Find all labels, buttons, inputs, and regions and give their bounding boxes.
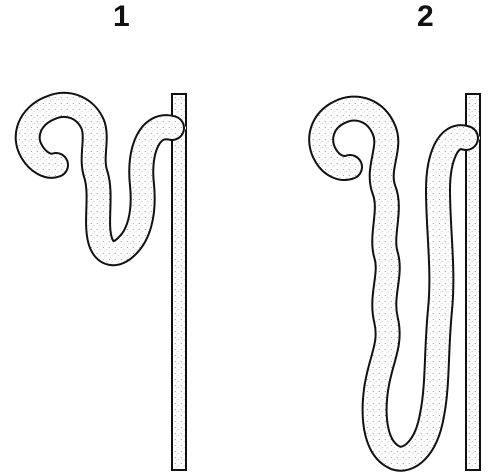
panel-2-tubule <box>321 109 466 459</box>
panel-1-tubule <box>28 105 172 253</box>
panel-1-collecting-duct <box>172 94 186 470</box>
